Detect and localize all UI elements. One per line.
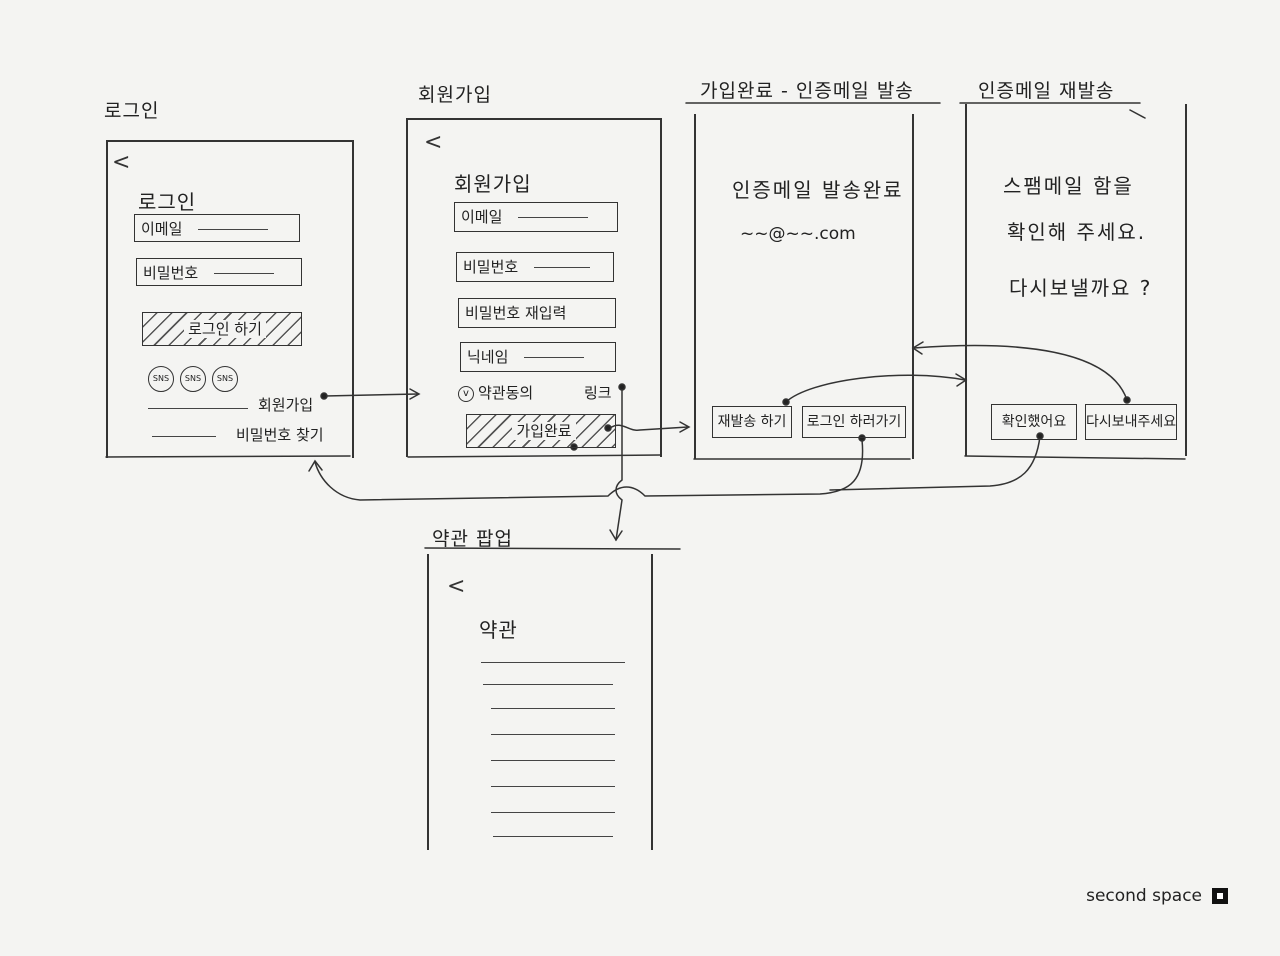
confirmed-button[interactable]: 확인했어요 — [991, 404, 1077, 440]
signup-done-screen: 인증메일 발송완료 ~~@~~.com 재발송 하기 로그인 하러가기 — [694, 114, 914, 459]
terms-text-line — [491, 734, 615, 735]
login-button-label: 로그인 하기 — [184, 320, 266, 338]
email-label: 이메일 — [141, 220, 183, 238]
go-to-login-button[interactable]: 로그인 하러가기 — [802, 406, 906, 438]
back-icon[interactable]: < — [447, 574, 466, 599]
terms-text-line — [493, 836, 613, 837]
terms-text-line — [491, 812, 615, 813]
signup-submit-label: 가입완료 — [512, 422, 576, 440]
divider — [148, 408, 248, 409]
terms-popup-label: 약관 팝업 — [432, 528, 513, 550]
brand-mark: second space — [1086, 886, 1228, 906]
resend-mail-button[interactable]: 재발송 하기 — [712, 406, 792, 438]
login-screen: < 로그인 이메일 비밀번호 로그인 하기 SNS SNS SNS 회원가입 비… — [106, 140, 354, 458]
terms-text-line — [491, 786, 615, 787]
check-icon: v — [458, 385, 474, 402]
spam-check-line2: 확인해 주세요. — [1007, 220, 1147, 244]
terms-text-line — [481, 662, 625, 663]
brand-name: second space — [1086, 886, 1202, 906]
terms-popup-screen: < 약관 — [427, 554, 653, 850]
email-address: ~~@~~.com — [740, 224, 856, 244]
divider — [152, 436, 216, 437]
terms-text-line — [483, 684, 613, 685]
mail-sent-message: 인증메일 발송완료 — [732, 178, 904, 202]
password-confirm-label: 비밀번호 재입력 — [465, 304, 567, 322]
password-field[interactable]: 비밀번호 — [136, 258, 302, 286]
password-label: 비밀번호 — [143, 264, 199, 282]
email-field[interactable]: 이메일 — [454, 202, 618, 232]
password-confirm-field[interactable]: 비밀번호 재입력 — [458, 298, 616, 328]
email-label: 이메일 — [461, 208, 503, 226]
terms-text-line — [491, 760, 615, 761]
spam-check-line1: 스팸메일 함을 — [1003, 174, 1134, 198]
find-password-link[interactable]: 비밀번호 찾기 — [236, 426, 324, 444]
brand-logo-icon — [1212, 888, 1228, 904]
signup-link[interactable]: 회원가입 — [258, 396, 314, 414]
nickname-field[interactable]: 닉네임 — [460, 342, 616, 372]
login-screen-label: 로그인 — [104, 100, 160, 122]
signup-submit-button[interactable]: 가입완료 — [466, 414, 616, 448]
login-title: 로그인 — [138, 190, 197, 214]
back-icon[interactable]: < — [424, 130, 443, 155]
login-button[interactable]: 로그인 하기 — [142, 312, 302, 346]
sns-login-button-3[interactable]: SNS — [212, 366, 238, 392]
resend-screen-label: 인증메일 재발송 — [978, 80, 1115, 102]
terms-agree-label: 약관동의 — [478, 384, 534, 402]
password-field[interactable]: 비밀번호 — [456, 252, 614, 282]
back-icon[interactable]: < — [112, 150, 131, 175]
terms-link[interactable]: 링크 — [584, 384, 612, 402]
resend-screen: 스팸메일 함을 확인해 주세요. 다시보낼까요 ? 확인했어요 다시보내주세요 — [965, 104, 1187, 456]
signup-title: 회원가입 — [454, 172, 532, 196]
sns-login-button-1[interactable]: SNS — [148, 366, 174, 392]
resend-again-button[interactable]: 다시보내주세요 — [1085, 404, 1177, 440]
nickname-label: 닉네임 — [467, 348, 509, 366]
email-field[interactable]: 이메일 — [134, 214, 300, 242]
signup-screen-label: 회원가입 — [418, 84, 492, 106]
password-label: 비밀번호 — [463, 258, 519, 276]
resend-question: 다시보낼까요 ? — [1009, 276, 1153, 300]
terms-text-line — [491, 708, 615, 709]
signup-done-screen-label: 가입완료 - 인증메일 발송 — [700, 80, 914, 102]
sns-login-button-2[interactable]: SNS — [180, 366, 206, 392]
terms-title: 약관 — [479, 618, 518, 642]
